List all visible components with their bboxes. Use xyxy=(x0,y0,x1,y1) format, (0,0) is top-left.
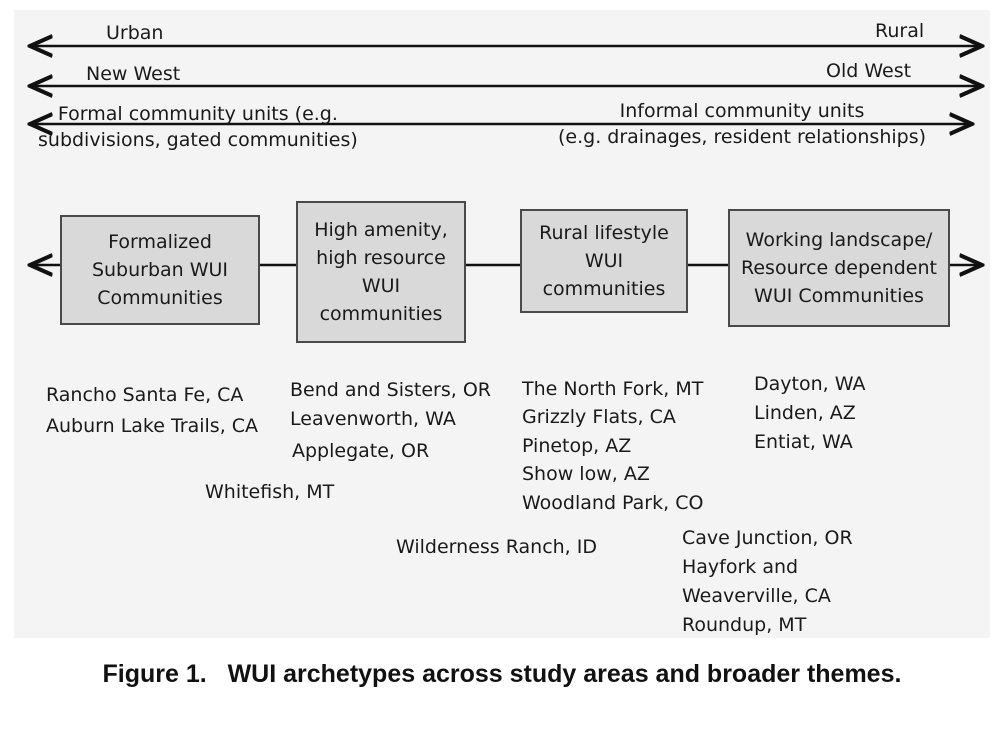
place-dayton: Dayton, WA xyxy=(754,373,866,395)
place-roundup: Roundup, MT xyxy=(682,614,807,636)
place-pinetop: Pinetop, AZ xyxy=(522,435,632,457)
archetype-working-landscape: Working landscape/ Resource dependent WU… xyxy=(728,209,950,327)
scale-new-west-label: New West xyxy=(86,63,181,85)
place-rancho-santa-fe: Rancho Santa Fe, CA xyxy=(46,384,244,406)
place-whitefish: Whitefish, MT xyxy=(205,481,335,503)
scale-formal-units-label: Formal community units (e.g. subdivision… xyxy=(38,103,358,151)
archetype-rural-lifestyle: Rural lifestyle WUI communities xyxy=(520,209,688,313)
scale-informal-units-label: Informal community units (e.g. drainages… xyxy=(558,100,927,148)
archetype-working-landscape-label: Working landscape/ Resource dependent WU… xyxy=(741,229,937,307)
place-entiat: Entiat, WA xyxy=(754,431,853,453)
scale-urban-label: Urban xyxy=(106,22,164,44)
place-applegate: Applegate, OR xyxy=(292,440,430,462)
place-leavenworth: Leavenworth, WA xyxy=(290,408,456,430)
place-bend-and-sisters: Bend and Sisters, OR xyxy=(290,379,491,401)
place-hayfork: Hayfork and xyxy=(682,556,799,578)
scale-old-west-label: Old West xyxy=(826,60,912,82)
scale-rural-label: Rural xyxy=(875,20,925,42)
figure-caption-text: WUI archetypes across study areas and br… xyxy=(227,660,902,688)
figure-caption: Figure 1. WUI archetypes across study ar… xyxy=(0,660,1004,689)
place-linden: Linden, AZ xyxy=(754,402,856,424)
archetype-high-amenity-label: High amenity, high resource WUI communit… xyxy=(314,219,448,325)
place-north-fork: The North Fork, MT xyxy=(522,378,704,400)
archetype-rural-lifestyle-label: Rural lifestyle WUI communities xyxy=(539,222,669,300)
archetype-high-amenity: High amenity, high resource WUI communit… xyxy=(296,201,466,343)
archetype-formalized-suburban: Formalized Suburban WUI Communities xyxy=(60,215,260,325)
archetype-formalized-suburban-label: Formalized Suburban WUI Communities xyxy=(91,231,229,309)
place-grizzly-flats: Grizzly Flats, CA xyxy=(522,406,676,428)
place-auburn-lake-trails: Auburn Lake Trails, CA xyxy=(46,415,259,437)
place-wilderness-ranch: Wilderness Ranch, ID xyxy=(396,536,597,558)
place-woodland-park: Woodland Park, CO xyxy=(522,492,704,514)
figure-number: Figure 1. xyxy=(102,660,207,688)
place-weaverville: Weaverville, CA xyxy=(682,585,831,607)
place-cave-junction: Cave Junction, OR xyxy=(682,527,853,549)
place-show-low: Show low, AZ xyxy=(522,463,650,485)
